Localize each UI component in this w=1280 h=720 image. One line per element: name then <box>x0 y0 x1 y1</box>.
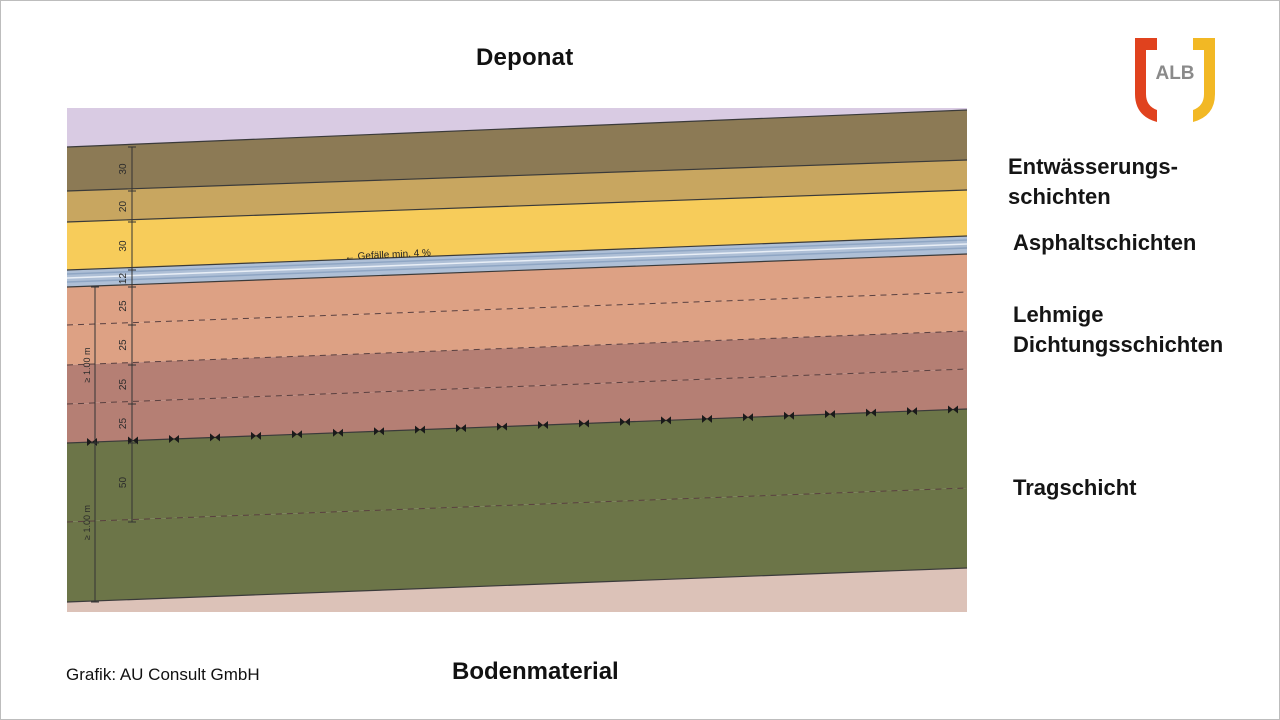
sublayer-boundary <box>67 487 967 523</box>
thickness-label: 30 <box>118 163 129 175</box>
geotextile-marker <box>292 430 302 439</box>
geotextile-marker <box>702 414 712 423</box>
geotextile-marker <box>948 405 958 414</box>
thickness-label: 25 <box>118 339 129 351</box>
geotextile-marker <box>169 434 179 443</box>
sublayer-boundary <box>67 330 967 366</box>
geotextile-marker <box>210 433 220 442</box>
layer-trag-2 <box>67 488 967 602</box>
min-thickness-label: ≥ 1.00 m <box>82 348 92 383</box>
layer-lehm-3 <box>67 331 967 404</box>
thickness-label: 20 <box>118 201 129 213</box>
geotextile-marker <box>866 408 876 417</box>
thickness-label: 25 <box>118 418 129 430</box>
thickness-label: 30 <box>118 240 129 252</box>
legend-entwaesserung: Entwässerungs- schichten <box>1008 152 1178 212</box>
layer-boundary <box>67 109 967 148</box>
thickness-label: 25 <box>118 300 129 312</box>
sublayer-boundary <box>67 368 967 405</box>
alb-logo: ALB <box>1133 36 1217 122</box>
logo-text: ALB <box>1155 63 1195 84</box>
legend-line: Lehmige <box>1013 302 1104 327</box>
geotextile-marker <box>743 413 753 422</box>
geotextile-marker <box>497 422 507 431</box>
slope-label: ← Gefälle min. 4 % <box>345 248 432 263</box>
min-thickness-label: ≥ 1.00 m <box>82 505 92 540</box>
geotextile-marker <box>333 428 343 437</box>
sublayer-boundary <box>67 291 967 326</box>
asphalt-stripe <box>67 247 967 283</box>
asphalt-stripe <box>67 239 967 275</box>
geotextile-marker <box>374 427 384 436</box>
layer-bodenmaterial <box>67 568 967 612</box>
legend-line: Asphaltschichten <box>1013 230 1197 255</box>
thickness-label: 25 <box>118 379 129 391</box>
legend-line: schichten <box>1008 184 1111 209</box>
layer-entwaesserung-1 <box>67 110 967 191</box>
geotextile-marker <box>907 407 917 416</box>
geotextile-marker <box>579 419 589 428</box>
layer-boundary <box>67 567 967 603</box>
geotextile-marker <box>784 411 794 420</box>
legend-line: Entwässerungs- <box>1008 154 1178 179</box>
geotextile-marker <box>538 421 548 430</box>
legend-asphalt: Asphaltschichten <box>1013 228 1196 258</box>
geotextile-marker <box>456 424 466 433</box>
layer-lehm-2 <box>67 292 967 365</box>
layer-boundary <box>67 253 967 288</box>
asphalt-stripe <box>67 243 967 279</box>
layer-boundary <box>67 189 967 223</box>
legend-line: Dichtungsschichten <box>1013 332 1224 357</box>
layer-boundary <box>67 235 967 271</box>
label-deponat: Deponat <box>476 44 574 71</box>
layer-lehm-4 <box>67 369 967 443</box>
layer-entwaesserung-3 <box>67 190 967 270</box>
thickness-label: 12 <box>118 273 129 285</box>
layer-lehm-1 <box>67 254 967 325</box>
layer-entwaesserung-2 <box>67 160 967 222</box>
geotextile-marker <box>415 425 425 434</box>
legend-lehm: Lehmige Dichtungsschichten <box>1013 300 1223 360</box>
thickness-label: 50 <box>118 477 129 489</box>
geotextile-marker <box>620 417 630 426</box>
geotextile-marker <box>825 410 835 419</box>
legend-line: Tragschicht <box>1013 475 1137 500</box>
geotextile-marker <box>251 431 261 440</box>
image-credit: Grafik: AU Consult GmbH <box>66 665 260 684</box>
geotextile-marker <box>661 416 671 425</box>
layer-boundary <box>67 159 967 192</box>
legend-trag: Tragschicht <box>1013 473 1136 503</box>
label-bodenmaterial: Bodenmaterial <box>452 658 619 685</box>
alb-logo-icon <box>1135 38 1215 122</box>
